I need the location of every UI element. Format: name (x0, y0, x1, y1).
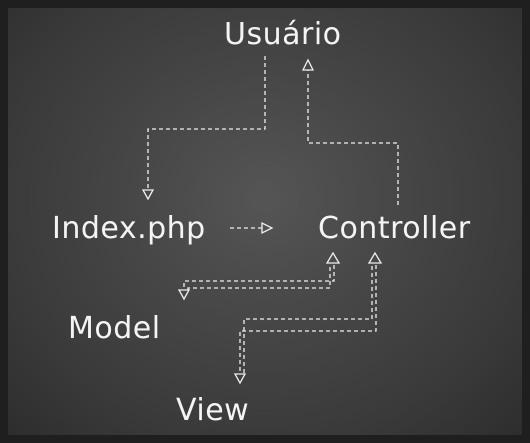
edge-controller-view (239, 265, 377, 373)
node-controller: Controller (318, 211, 471, 246)
arrowhead-to-controller (261, 221, 274, 235)
arrowhead-to-usuario (301, 58, 315, 71)
edge-usuario-index (147, 56, 266, 190)
node-model: Model (68, 311, 161, 346)
edge-controller-usuario (307, 70, 399, 205)
edge-controller-model (183, 265, 335, 290)
arrowhead-to-index (141, 189, 155, 201)
arrowhead-to-controller-from-view (367, 251, 383, 264)
arrowhead-to-model (177, 289, 191, 301)
arrowhead-to-view (233, 373, 247, 385)
node-view: View (176, 393, 250, 428)
arrowhead-to-controller-from-model (325, 251, 341, 264)
edge-model-controller (187, 265, 331, 290)
node-index: Index.php (52, 211, 206, 246)
node-usuario: Usuário (224, 17, 342, 52)
